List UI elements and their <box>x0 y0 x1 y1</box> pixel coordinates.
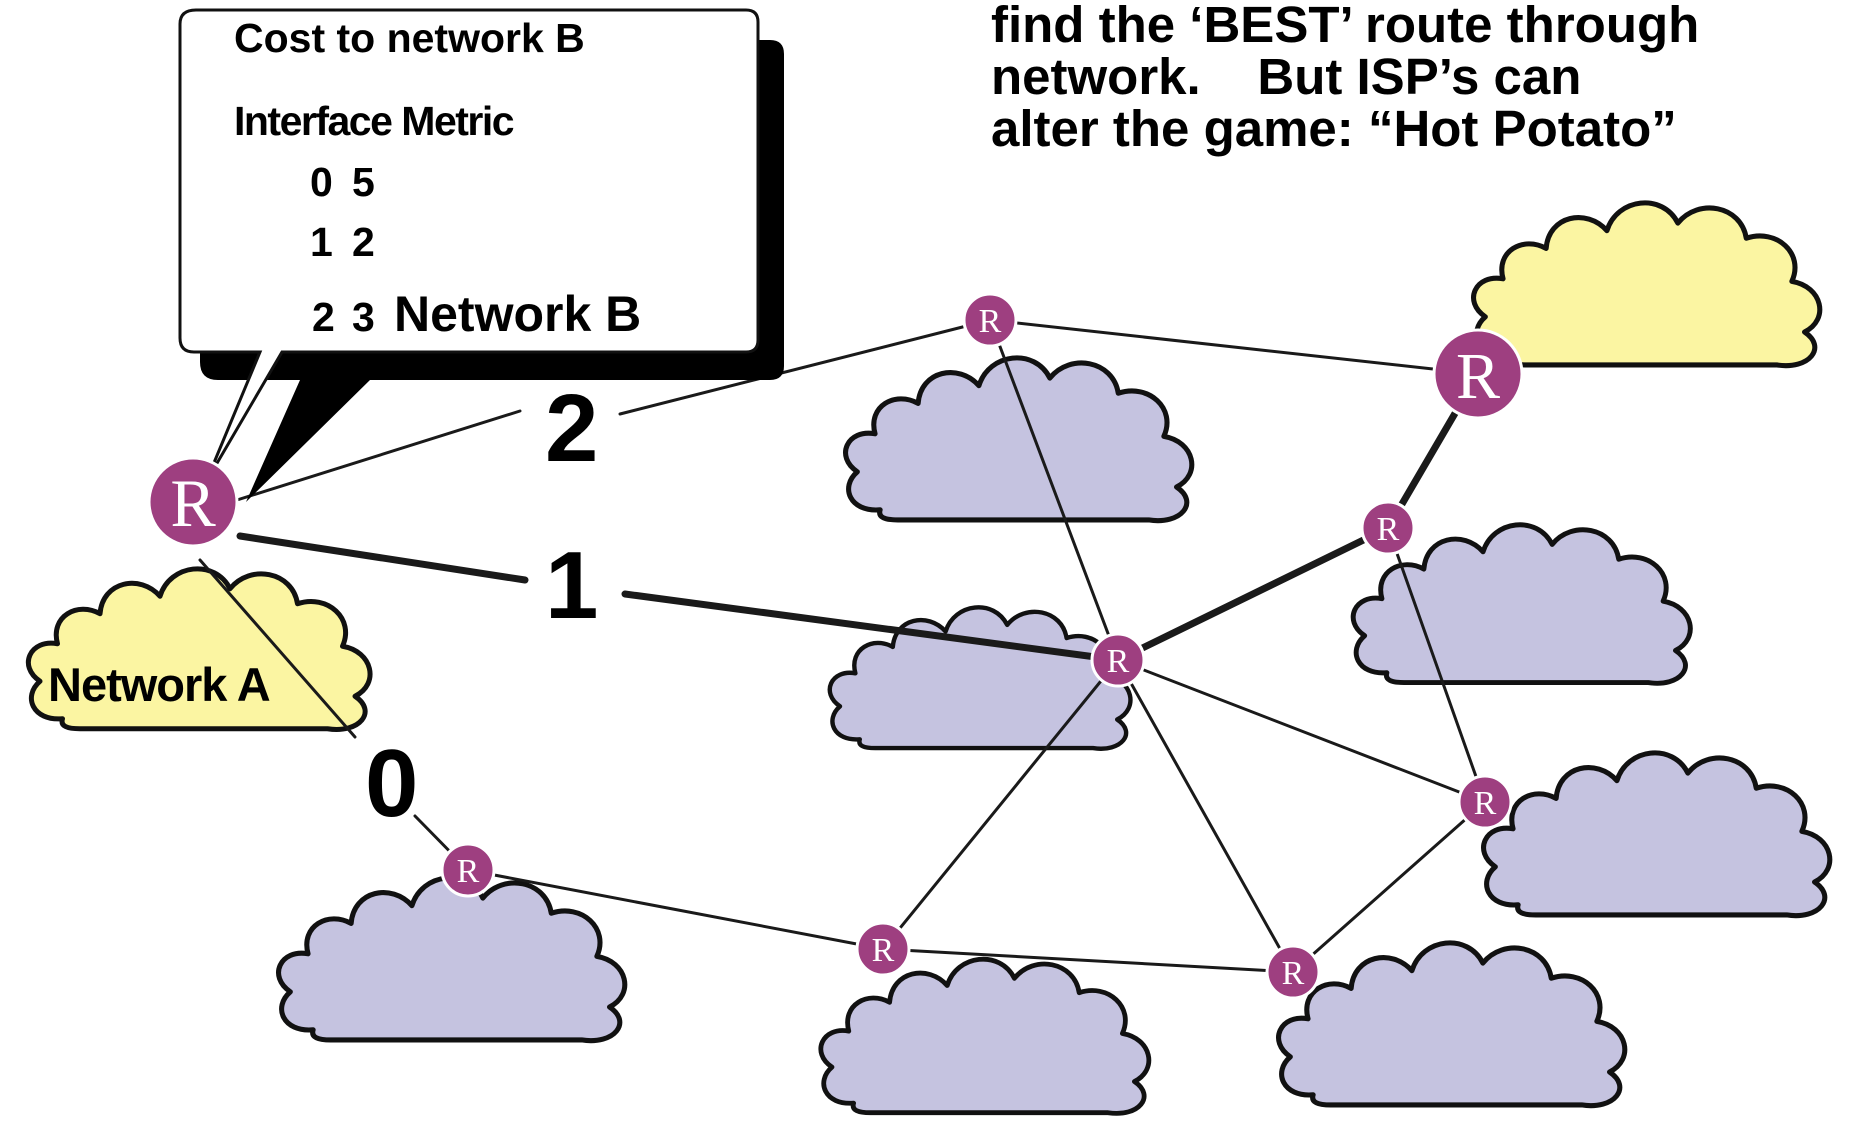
router-right-upper: R <box>1360 500 1416 556</box>
transit-cloud-bottom-center <box>821 959 1149 1113</box>
link-if2-segment-a <box>235 409 522 502</box>
link-top-to-b <box>988 318 1480 376</box>
svg-text:R: R <box>872 932 895 969</box>
heading-line-2: network. But ISP’s can <box>991 48 1581 105</box>
transit-cloud-top <box>846 358 1192 521</box>
transit-cloud-bottom-left <box>279 878 625 1041</box>
row0-metric: 5 <box>352 159 375 205</box>
router-bottom-center: R <box>855 921 911 977</box>
svg-text:R: R <box>979 303 1002 340</box>
link-center-to-lower-right <box>1116 658 1487 804</box>
transit-cloud-bottom-right <box>1279 943 1625 1106</box>
router-bottom-right: R <box>1265 944 1321 1000</box>
router-center: R <box>1090 632 1146 688</box>
router-icon <box>1090 632 1146 688</box>
cost-callout: Cost to network B Interface Metric 0 5 1… <box>178 8 784 502</box>
interface-1-label: 1 <box>545 532 598 639</box>
row1-metric: 2 <box>352 219 375 265</box>
svg-text:R: R <box>1474 785 1497 822</box>
network-b-cloud <box>1474 203 1820 366</box>
link-right-to-lower-right <box>1386 526 1487 804</box>
link-if0-segment-a <box>198 558 357 739</box>
network-a-label: Network A <box>48 658 270 711</box>
network-b-label: Network B <box>394 286 641 342</box>
callout-table-header: Interface Metric <box>234 98 514 144</box>
link-bottom-right-to-lower-right <box>1291 800 1487 974</box>
router-icon <box>962 292 1018 348</box>
row2-interface: 2 <box>312 294 335 340</box>
router-icon <box>440 842 496 898</box>
link-if1-segment-b <box>621 590 1122 664</box>
interface-0-label: 0 <box>365 730 418 837</box>
heading-line-3: alter the game: “Hot Potato” <box>991 100 1677 157</box>
link-center-to-bottom-right <box>1116 658 1295 974</box>
router-network-b: R <box>1432 328 1524 420</box>
link-top-to-center <box>988 318 1120 662</box>
link-center-to-bottom-center <box>881 658 1120 951</box>
router-icon <box>1265 944 1321 1000</box>
link-bottom-left-to-bottom-center <box>466 868 885 951</box>
callout-title: Cost to network B <box>234 15 585 61</box>
link-if1-segment-a <box>236 532 529 584</box>
link-center-to-right <box>1114 524 1392 664</box>
transit-cloud-right-lower <box>1484 753 1830 916</box>
router-icon <box>1432 328 1524 420</box>
svg-text:R: R <box>1456 340 1500 413</box>
svg-text:R: R <box>1377 511 1400 548</box>
interface-2-label: 2 <box>545 375 598 482</box>
router-icon <box>1360 500 1416 556</box>
svg-text:R: R <box>1282 955 1305 992</box>
router-icon <box>1457 774 1513 830</box>
row1-interface: 1 <box>310 219 333 265</box>
svg-text:R: R <box>1107 643 1130 680</box>
svg-text:R: R <box>457 853 480 890</box>
router-icon <box>147 456 239 548</box>
row0-interface: 0 <box>310 159 333 205</box>
heading-line-1: find the ‘BEST’ route through <box>991 0 1699 53</box>
router-top: R <box>962 292 1018 348</box>
callout-bubble <box>178 8 760 483</box>
link-bottom-center-to-bottom-right <box>881 947 1295 974</box>
row2-metric: 3 <box>352 294 375 340</box>
router-icon <box>855 921 911 977</box>
router-bottom-left: R <box>440 842 496 898</box>
link-if2-segment-b <box>618 318 992 416</box>
svg-text:R: R <box>170 465 216 541</box>
router-right-lower: R <box>1457 774 1513 830</box>
router-source: R <box>147 456 239 548</box>
